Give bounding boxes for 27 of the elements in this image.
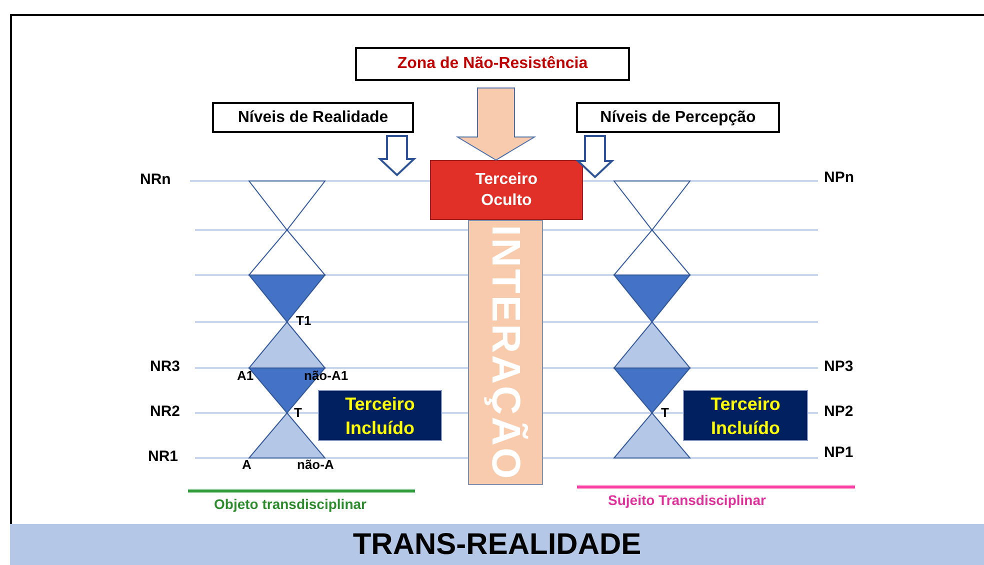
- level-label: NRn: [140, 172, 171, 187]
- title-box: Níveis de Realidade: [212, 102, 414, 133]
- level-label: NR3: [150, 359, 180, 374]
- caption-text: Sujeito Transdisciplinar: [608, 493, 766, 507]
- included-third-box: Terceiro Incluído: [683, 390, 808, 441]
- zone-box: Zona de Não-Resistência: [355, 47, 630, 81]
- point-label: A: [242, 458, 252, 471]
- block-arrow: [456, 88, 536, 161]
- level-label: NP2: [824, 404, 854, 419]
- point-label: não-A: [297, 458, 334, 471]
- point-label: T1: [296, 314, 312, 327]
- block-arrow: [377, 135, 417, 176]
- included-third-box: Terceiro Incluído: [318, 390, 442, 441]
- level-label: NPn: [824, 170, 854, 185]
- footer-band: TRANS-REALIDADE: [10, 524, 984, 565]
- hidden-third-box: Terceiro Oculto: [430, 160, 583, 220]
- level-label: NP3: [824, 359, 854, 374]
- point-label: A1: [237, 369, 254, 382]
- level-label: NP1: [824, 445, 854, 460]
- point-label: T: [294, 406, 302, 419]
- caption-text: Objeto transdisciplinar: [214, 497, 366, 511]
- level-label: NR1: [148, 449, 178, 464]
- interaction-column: INTERAÇÃO: [468, 220, 543, 485]
- block-arrow: [575, 135, 615, 178]
- level-label: NR2: [150, 404, 180, 419]
- title-box: Níveis de Percepção: [576, 102, 780, 133]
- point-label: T: [661, 406, 669, 419]
